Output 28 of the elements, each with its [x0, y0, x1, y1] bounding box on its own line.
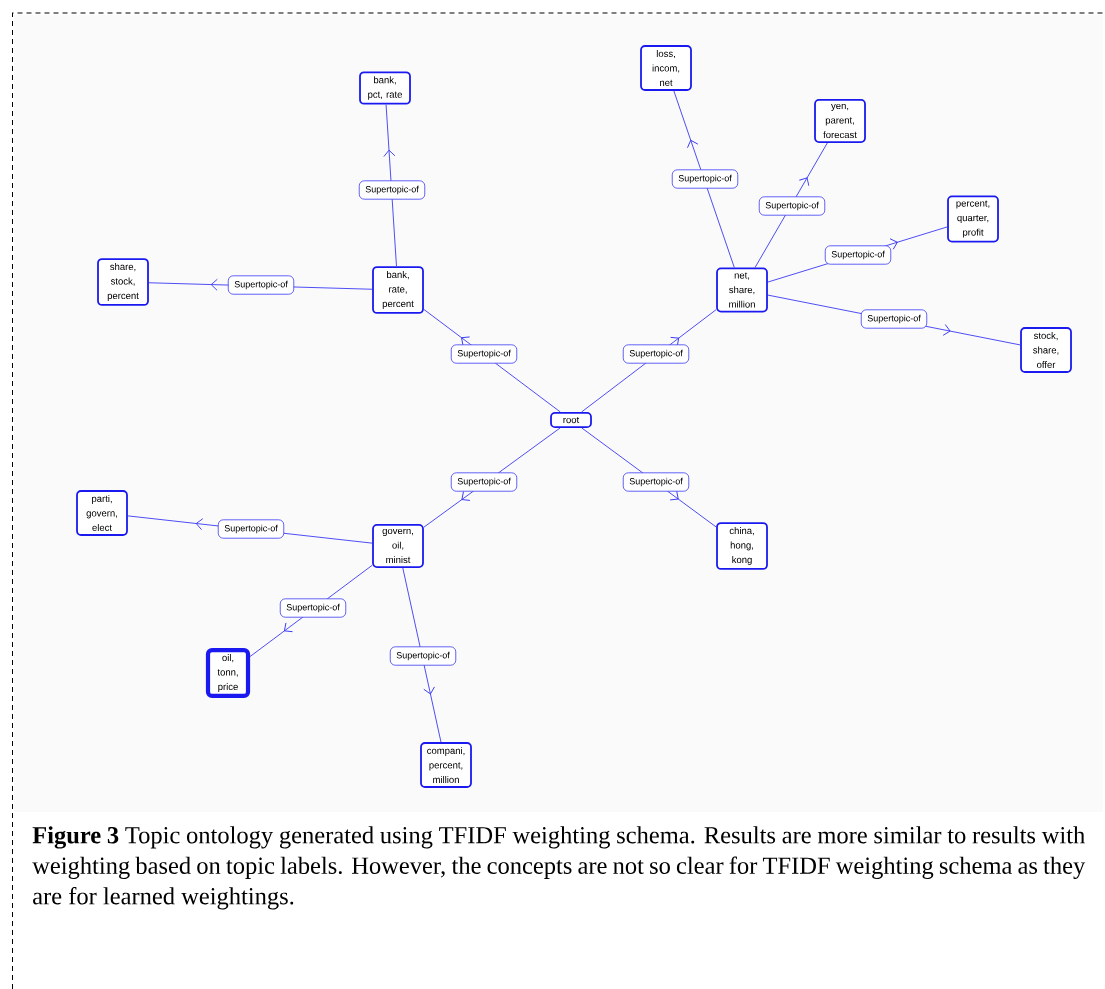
topic-box: oil, tonn, price [205, 648, 251, 699]
edge-label: Supertopic-of [450, 472, 518, 492]
topic-box: stock, share, offer [1020, 327, 1072, 373]
edge-label: Supertopic-of [227, 275, 295, 295]
edge-label: Supertopic-of [217, 519, 285, 539]
topic-box: bank, pct, rate [359, 71, 411, 105]
edge-label: Supertopic-of [622, 344, 690, 364]
edge-label: Supertopic-of [824, 245, 892, 265]
topic-box: yen, parent, forecast [814, 99, 866, 143]
topic-box: loss, incom, net [640, 45, 692, 91]
topic-box: govern, oil, minist [372, 524, 424, 568]
topic-box: parti, govern, elect [76, 490, 128, 536]
edge-label: Supertopic-of [450, 344, 518, 364]
topic-box: percent, quarter, profit [947, 195, 999, 243]
edge-label: Supertopic-of [671, 169, 739, 189]
caption: Figure 3 Topic ontology generated using TFIDF weighting schema. Results are more similar to results with weighting based on topic labels. However, the concepts are not so clear for TFIDF weighting schema as they are for learned weightings. [32, 826, 1086, 910]
edge-label: Supertopic-of [860, 309, 928, 329]
topic-box: root [550, 412, 592, 428]
edge-label: Supertopic-of [358, 180, 426, 200]
edge-label: Supertopic-of [389, 646, 457, 666]
topic-box: net, share, million [716, 267, 768, 313]
topic-box: share, stock, percent [97, 258, 149, 306]
edge-label: Supertopic-of [758, 196, 826, 216]
topic-box: compani, percent, million [420, 742, 472, 788]
topic-box: china, hong, kong [716, 522, 768, 570]
edge-label: Supertopic-of [279, 598, 347, 618]
edge-label: Supertopic-of [622, 472, 690, 492]
topic-box: bank, rate, percent [372, 266, 424, 314]
